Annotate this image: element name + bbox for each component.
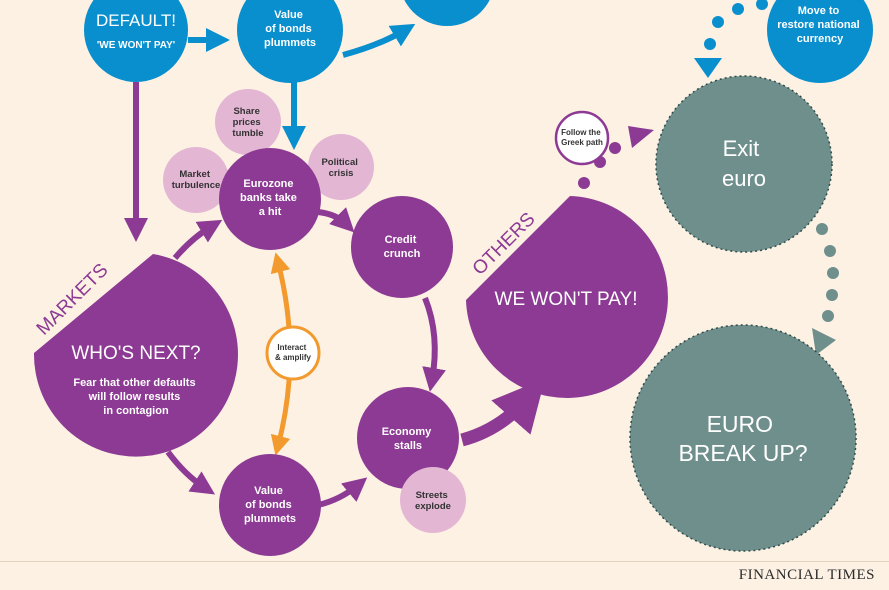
bonds-top-line-2: of bonds [265,23,311,35]
svg-text:Value of bonds plummet: Value of bonds plummets [244,485,296,525]
node-move-currency [767,0,873,83]
default-title: DEFAULT! [96,11,176,30]
whos-next-line-3: in contagion [103,405,169,417]
whos-next-line-1: Fear that other defaults [73,377,195,389]
euro-breakup-line-2: BREAK UP? [678,440,807,466]
node-economy-stalls [357,387,459,489]
svg-text:Share prices tumble: Share prices tumble [232,106,263,139]
bonds-top-line-3: plummets [264,37,316,49]
svg-text:Eurozone banks take a: Eurozone banks take a hit [240,178,300,218]
svg-text:EURO BREAK UP?: EURO BREAK UP? [678,411,807,466]
credit-crunch-line-2: crunch [384,248,421,260]
arrow-banks-to-credit [317,207,355,233]
node-eurozone-banks [219,148,321,250]
arrow-whosnext-to-bonds [165,450,216,495]
svg-text:Credit crunch: Credit crunch [384,234,421,260]
default-sub: 'WE WON'T PAY' [97,40,175,51]
whos-next-title: WHO'S NEXT? [71,343,200,364]
grey-dotted-path [812,223,839,355]
node-share-prices [215,89,281,155]
node-we-wont-pay [466,196,668,398]
move-currency-line-2: restore national [777,19,860,31]
node-interact [265,325,321,381]
blue-dotted-path [694,0,768,78]
bonds-bottom-line-1: Value [254,485,283,497]
eurozone-banks-line-2: banks take [240,192,297,204]
bonds-top-line-1: Value [274,9,303,21]
eurozone-banks-line-3: a hit [259,206,282,218]
bonds-bottom-line-2: of bonds [245,499,291,511]
economy-stalls-line-2: stalls [394,440,422,452]
political-crisis-line-1: Political [321,157,357,168]
node-euro-breakup [629,324,857,552]
eurozone-banks-line-1: Eurozone [243,178,293,190]
arrow-whosnext-to-banks [172,219,223,260]
purple-dotted-arrowhead [628,126,654,148]
node-follow-greek [554,110,610,166]
node-credit-crunch [351,196,453,298]
arrow-credit-to-economy [422,296,446,392]
arrow-bonds-to-offscreen [342,23,416,58]
arrows [124,23,546,508]
svg-text:Market turbulence: Market turbulence [172,169,221,191]
streets-explode-line-1: Streets [416,490,448,501]
move-currency-line-1: Move to [798,5,840,17]
euro-breakup-line-1: EURO [707,411,773,437]
footer-rule [0,561,889,562]
svg-text:Political crisis: Political crisis [321,157,360,179]
interact-line-1: Interact [277,343,306,352]
move-currency-line-3: currency [797,33,844,45]
share-prices-line-1: Share [233,106,259,117]
follow-greek-line-2: Greek path [561,138,603,147]
svg-text:Move to restore national: Move to restore national currency [777,5,863,45]
share-prices-line-3: tumble [232,128,263,139]
bonds-bottom-line-3: plummets [244,513,296,525]
node-market-turbulence [163,147,229,213]
blue-dotted-arrowhead [694,58,722,78]
grey-dotted-arrowhead [812,328,836,355]
we-wont-pay-text: WE WON'T PAY! [495,289,638,310]
arrow-economy-to-others [460,378,546,447]
exit-euro-line-2: euro [722,166,766,191]
node-offscreen-blue [404,0,490,26]
svg-text:Interact & amplify: Interact & amplify [275,343,312,362]
exit-euro-line-1: Exit [723,136,760,161]
streets-explode-line-2: explode [415,501,451,512]
svg-text:Streets explode: Streets explode [415,490,451,512]
svg-text:Value of bonds plummet: Value of bonds plummets [264,9,316,49]
market-turbulence-line-1: Market [179,169,210,180]
svg-text:Fear that other defaults w: Fear that other defaults will follow res… [73,377,198,417]
whos-next-line-2: will follow results [88,391,181,403]
node-political-crisis [308,134,374,200]
market-turbulence-line-2: turbulence [172,180,221,191]
node-streets-explode [400,467,466,533]
svg-text:Exit euro: Exit euro [722,136,766,191]
node-bonds-top [237,0,343,83]
source-credit: FINANCIAL TIMES [738,567,875,583]
svg-text:Economy stalls: Economy stalls [382,426,435,452]
node-whos-next [33,254,238,457]
credit-crunch-line-1: Credit [385,234,417,246]
interact-line-2: & amplify [275,353,312,362]
political-crisis-line-2: crisis [329,168,354,179]
node-bonds-bottom [219,454,321,556]
arrow-bonds-to-economy [317,477,368,508]
economy-stalls-line-1: Economy [382,426,432,438]
node-exit-euro [655,75,833,253]
follow-greek-line-1: Follow the [561,128,601,137]
node-default [84,0,188,82]
share-prices-line-2: prices [233,117,261,128]
svg-text:Follow the Greek path: Follow the Greek path [561,128,603,147]
